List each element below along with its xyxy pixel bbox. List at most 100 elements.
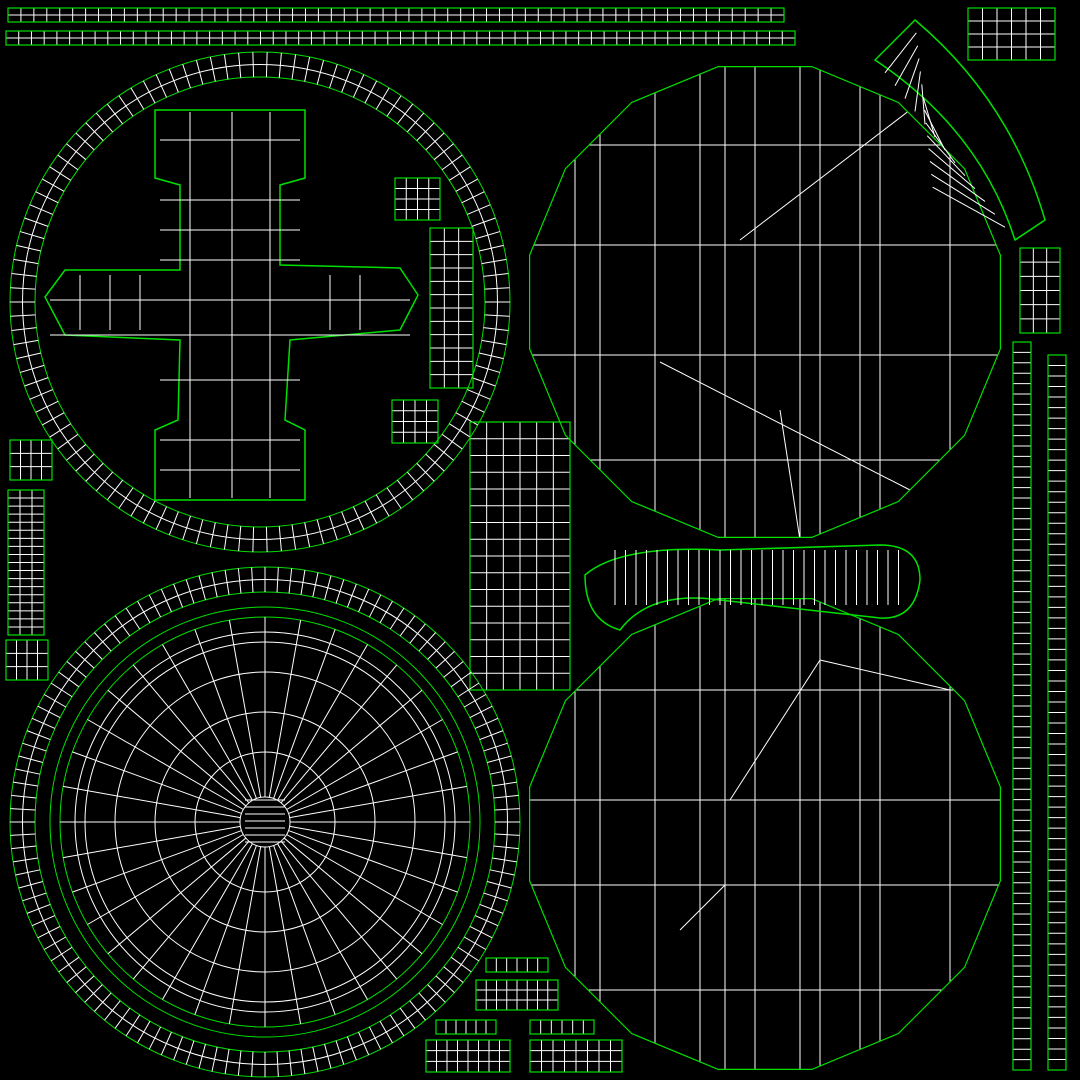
edges bbox=[529, 598, 1001, 1070]
center-vertical-shell bbox=[469, 421, 571, 691]
edge bbox=[173, 583, 184, 608]
seam-border bbox=[529, 1019, 595, 1035]
top-strip-2 bbox=[5, 30, 796, 46]
edge bbox=[324, 1044, 332, 1069]
edge bbox=[463, 936, 487, 950]
seam-border bbox=[9, 439, 53, 481]
edge bbox=[50, 946, 73, 962]
edge bbox=[931, 173, 996, 215]
top-left-ring bbox=[9, 51, 511, 553]
edge bbox=[435, 975, 455, 993]
edge bbox=[148, 1026, 162, 1050]
edge bbox=[455, 178, 478, 192]
edge bbox=[276, 567, 279, 593]
edge bbox=[481, 258, 507, 265]
edge bbox=[155, 74, 167, 98]
edge bbox=[75, 453, 95, 472]
edge bbox=[389, 1014, 405, 1037]
seam-border bbox=[584, 544, 921, 631]
edge bbox=[425, 453, 445, 472]
edge bbox=[283, 837, 423, 955]
edge bbox=[481, 339, 507, 346]
edge bbox=[932, 186, 1006, 228]
edge bbox=[904, 58, 920, 99]
edge bbox=[471, 377, 496, 387]
edge bbox=[26, 730, 51, 741]
seam-border bbox=[394, 177, 441, 221]
edge bbox=[450, 956, 472, 973]
edge bbox=[443, 661, 464, 678]
curved-middle-shell bbox=[584, 544, 921, 631]
seam-border bbox=[391, 399, 439, 444]
edge bbox=[29, 389, 53, 400]
wheel-loop bbox=[49, 606, 481, 1038]
edge bbox=[409, 1000, 426, 1021]
seam-border bbox=[469, 421, 571, 691]
edge bbox=[85, 122, 104, 141]
edge bbox=[894, 45, 919, 86]
seam-border bbox=[475, 979, 559, 1011]
edge bbox=[142, 500, 156, 524]
edge bbox=[11, 845, 37, 850]
edge bbox=[474, 717, 499, 729]
bottom-piece-4 bbox=[529, 1019, 595, 1035]
edge bbox=[94, 992, 112, 1012]
edge bbox=[118, 95, 134, 117]
bottom-piece-6 bbox=[529, 1039, 623, 1073]
edge bbox=[396, 479, 414, 501]
edge bbox=[467, 389, 491, 400]
top-right-small-2 bbox=[1019, 247, 1061, 334]
edge bbox=[75, 651, 95, 669]
edge bbox=[418, 992, 436, 1012]
edge bbox=[288, 568, 293, 594]
edge bbox=[106, 103, 124, 125]
edge bbox=[228, 846, 262, 1024]
edge bbox=[341, 68, 352, 93]
edge bbox=[24, 217, 49, 227]
edge bbox=[265, 526, 268, 552]
edge bbox=[224, 1049, 230, 1074]
seam-border bbox=[873, 18, 1046, 242]
seam-border bbox=[7, 7, 785, 23]
edge bbox=[49, 423, 71, 438]
edge bbox=[312, 572, 319, 598]
edge bbox=[925, 122, 956, 164]
edge bbox=[418, 632, 436, 652]
small-piece-2 bbox=[429, 227, 474, 389]
edge bbox=[223, 54, 229, 80]
edge bbox=[13, 258, 39, 265]
edge bbox=[194, 845, 257, 1015]
edge bbox=[922, 97, 936, 138]
edge bbox=[198, 1044, 206, 1069]
edge bbox=[87, 834, 244, 925]
seam-border bbox=[529, 66, 1001, 538]
seam-border bbox=[429, 227, 474, 389]
edge bbox=[457, 946, 480, 962]
edge bbox=[475, 231, 501, 240]
edge bbox=[57, 154, 79, 171]
edge bbox=[43, 694, 67, 708]
edge bbox=[924, 109, 946, 151]
edge bbox=[114, 1007, 131, 1029]
edge bbox=[95, 112, 114, 133]
edge bbox=[66, 143, 87, 160]
edge bbox=[114, 615, 131, 637]
edge bbox=[379, 1020, 393, 1044]
edge bbox=[228, 620, 262, 798]
edge bbox=[198, 575, 206, 600]
edge bbox=[288, 830, 458, 893]
edge bbox=[487, 755, 512, 763]
edge bbox=[286, 719, 443, 810]
edge bbox=[277, 644, 368, 801]
edge bbox=[132, 664, 250, 804]
edge bbox=[160, 1031, 172, 1056]
edge bbox=[435, 651, 455, 669]
edge bbox=[291, 54, 297, 80]
edge bbox=[461, 191, 485, 204]
edge bbox=[492, 857, 517, 863]
edge bbox=[427, 641, 446, 660]
edge bbox=[926, 135, 966, 177]
edge bbox=[132, 840, 250, 980]
edge bbox=[168, 68, 179, 93]
edge bbox=[237, 1050, 242, 1076]
